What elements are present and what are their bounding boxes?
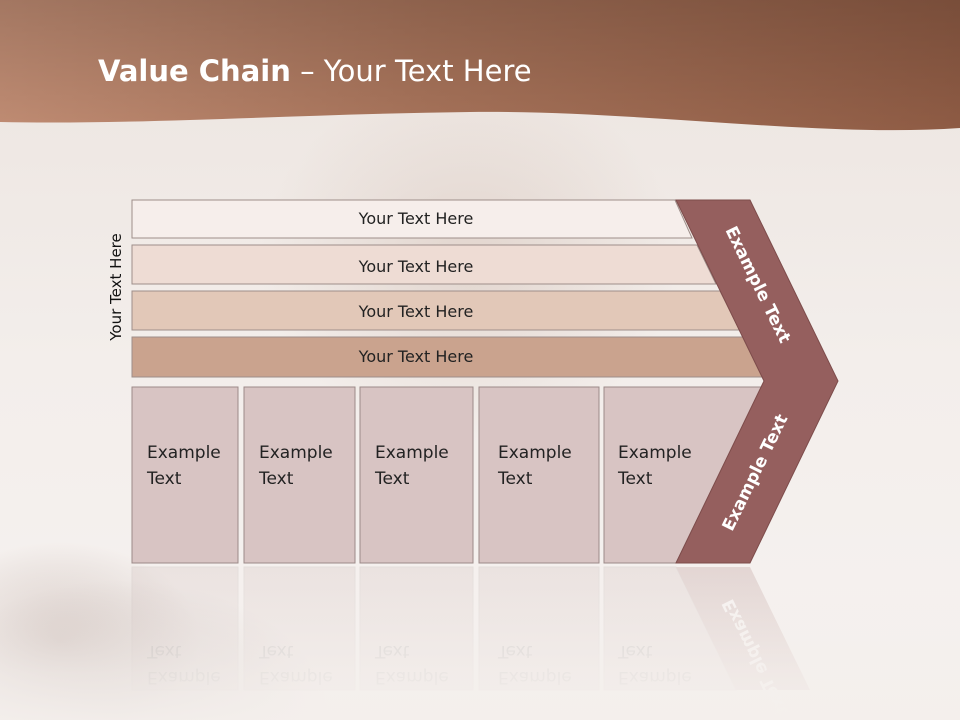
bar-3[interactable]: Your Text Here — [131, 290, 741, 331]
bar-1-label: Your Text Here — [358, 209, 474, 228]
reflection-line1: Example — [618, 667, 692, 687]
column-1[interactable]: Example Text — [131, 386, 239, 564]
slide-title: Value Chain – Your Text Here — [98, 54, 532, 88]
bar-2-label: Your Text Here — [358, 257, 474, 276]
reflection-line1: Example — [498, 667, 572, 687]
reflection-line2: Text — [146, 641, 182, 661]
reflection-line2: Text — [374, 641, 410, 661]
reflection-line1: Example — [259, 667, 333, 687]
column-2-line2: Text — [258, 469, 294, 489]
column-2[interactable]: Example Text — [243, 386, 356, 564]
chevron-shape — [675, 199, 839, 564]
reflection-line2: Text — [497, 641, 533, 661]
bar-2-shape — [131, 244, 717, 285]
column-3-line1: Example — [375, 443, 449, 463]
column-4-shape — [478, 386, 600, 564]
bar-4-label: Your Text Here — [358, 347, 474, 366]
bar-4[interactable]: Your Text Here — [131, 336, 765, 378]
column-3-line2: Text — [374, 469, 410, 489]
column-1-shape — [131, 386, 239, 564]
column-3-shape — [359, 386, 474, 564]
bar-1[interactable]: Your Text Here — [131, 199, 693, 239]
bar-2[interactable]: Your Text Here — [131, 244, 717, 285]
reflection-line2: Text — [617, 641, 653, 661]
header-band — [0, 0, 960, 131]
column-1-line1: Example — [147, 443, 221, 463]
column-4[interactable]: Example Text — [478, 386, 600, 564]
column-1-line2: Text — [146, 469, 182, 489]
column-2-shape — [243, 386, 356, 564]
reflection-line1: Example — [147, 667, 221, 687]
column-5-line1: Example — [618, 443, 692, 463]
reflection-line2: Text — [258, 641, 294, 661]
bar-1-shape — [131, 199, 693, 239]
column-5-line2: Text — [617, 469, 653, 489]
title-bold: Value Chain — [98, 54, 291, 88]
column-4-line1: Example — [498, 443, 572, 463]
bar-3-label: Your Text Here — [358, 302, 474, 321]
column-4-line2: Text — [497, 469, 533, 489]
column-2-line1: Example — [259, 443, 333, 463]
reflection: Example Text Example Text Example Text E… — [131, 566, 810, 719]
title-rest: – Your Text Here — [290, 54, 532, 88]
reflection-line1: Example — [375, 667, 449, 687]
column-3[interactable]: Example Text — [359, 386, 474, 564]
